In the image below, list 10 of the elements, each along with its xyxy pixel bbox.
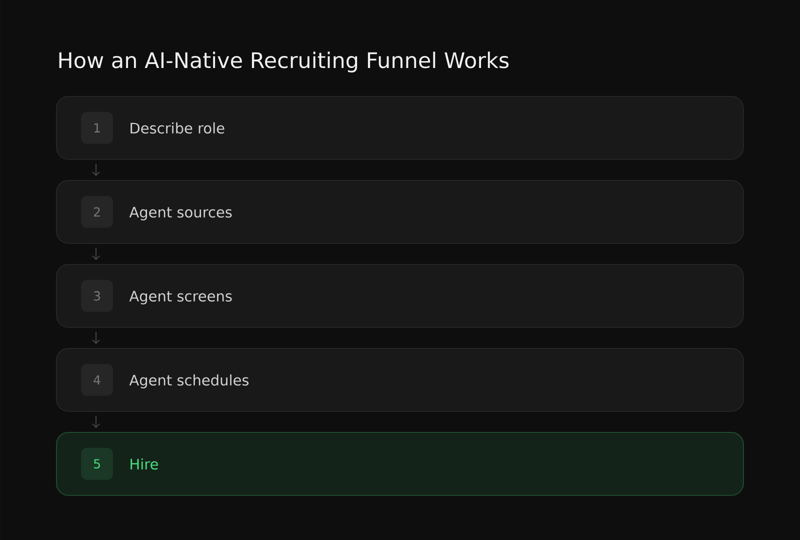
arrow — [92, 415, 100, 428]
arrow — [92, 247, 100, 260]
number-badge: 5 — [81, 448, 113, 480]
arrow — [92, 163, 100, 176]
number-badge: 1 — [81, 112, 113, 144]
arrow — [92, 331, 100, 344]
number-badge: 3 — [81, 280, 113, 312]
title: How an AI-Native Recruiting Funnel Works — [59, 52, 509, 72]
number-badge: 2 — [81, 196, 113, 228]
number-badge: 4 — [81, 364, 113, 396]
